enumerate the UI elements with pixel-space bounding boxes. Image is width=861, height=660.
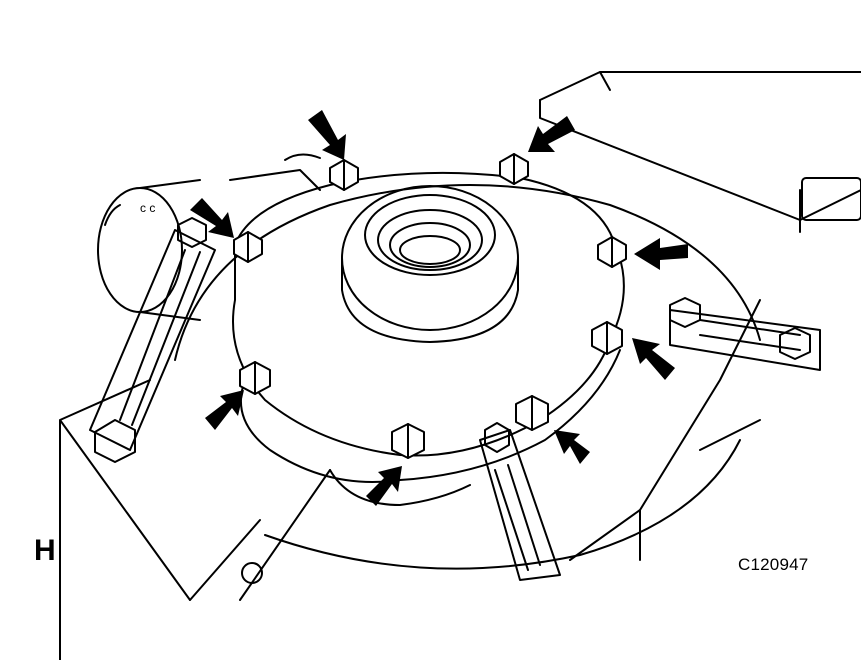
bolt-bottom — [391, 423, 425, 459]
bolt-lower-left — [239, 361, 271, 395]
bolt-left — [233, 231, 263, 263]
bolt-top — [329, 159, 359, 191]
left-wrench — [89, 217, 216, 463]
arrow-icon — [190, 198, 234, 238]
arrow-icon — [366, 466, 402, 506]
arrow-icon — [632, 338, 675, 380]
arrow-icon — [554, 430, 590, 464]
arrow-icon — [308, 110, 346, 160]
figure-code: C120947 — [738, 555, 809, 574]
arrow-icon — [205, 390, 244, 430]
svg-text:c c: c c — [140, 201, 155, 215]
arrow-icon — [528, 116, 575, 152]
view-letter: H — [34, 534, 56, 567]
bolt-top-right — [499, 153, 529, 185]
bolt-right — [597, 236, 627, 268]
bottom-wrench — [479, 422, 561, 581]
arrow-icon — [634, 238, 688, 270]
upper-boss — [341, 185, 519, 343]
housing-outline — [59, 71, 861, 660]
bolt-right-lower — [591, 321, 623, 355]
bell-housing — [174, 184, 761, 570]
bolt-bottom-right — [515, 395, 549, 431]
right-wrench — [669, 297, 821, 371]
